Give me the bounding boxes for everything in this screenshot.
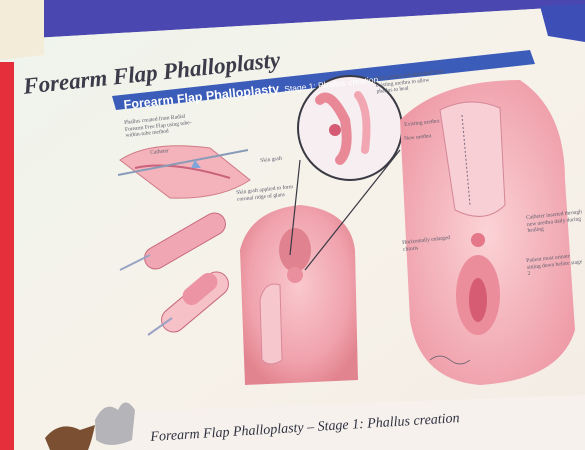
torso-illustration <box>240 205 358 385</box>
corner-panel <box>0 0 44 60</box>
frame-red-bar <box>0 62 14 450</box>
